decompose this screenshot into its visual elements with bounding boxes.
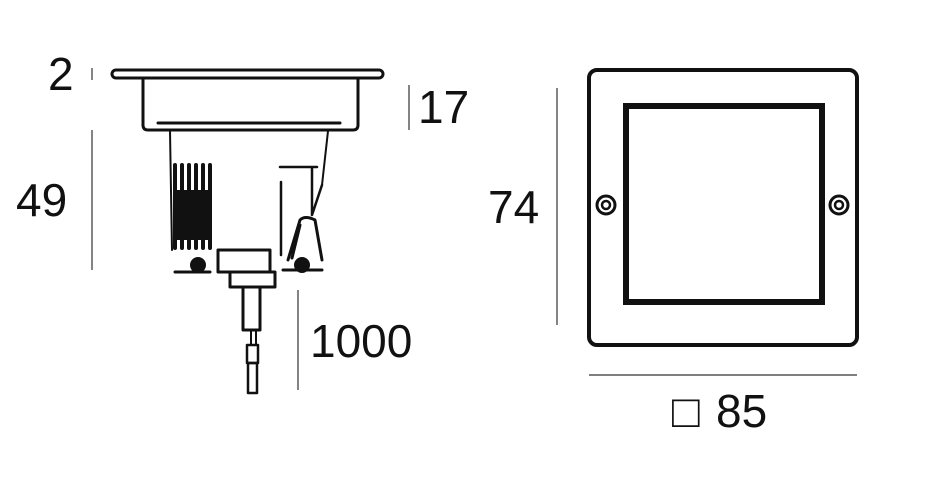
front-dimension-lines <box>556 88 857 376</box>
dim-front-width: 85 <box>716 385 767 437</box>
dim-body-height: 49 <box>16 174 67 226</box>
dim-flange-thickness: 2 <box>48 48 74 100</box>
cable <box>241 285 262 332</box>
body-right <box>321 130 329 186</box>
bracket <box>278 165 324 257</box>
side-view <box>110 68 385 395</box>
dim-flange-height: 17 <box>418 81 469 133</box>
housing <box>141 76 360 132</box>
screw-right-icon <box>828 194 850 216</box>
diffuser-window <box>623 103 825 305</box>
dim-cable-length: 1000 <box>310 315 412 367</box>
driver-coils <box>173 163 212 250</box>
dim-front-height: 74 <box>488 181 539 233</box>
side-dimension-lines <box>91 68 410 390</box>
screw-left-icon <box>595 194 617 216</box>
flange <box>110 68 385 80</box>
front-view <box>587 68 859 347</box>
front-frame <box>587 68 859 347</box>
connector-block <box>216 248 272 274</box>
dim-square-symbol: □ <box>672 385 700 437</box>
body-left <box>169 130 173 251</box>
spring-clip <box>286 216 324 262</box>
